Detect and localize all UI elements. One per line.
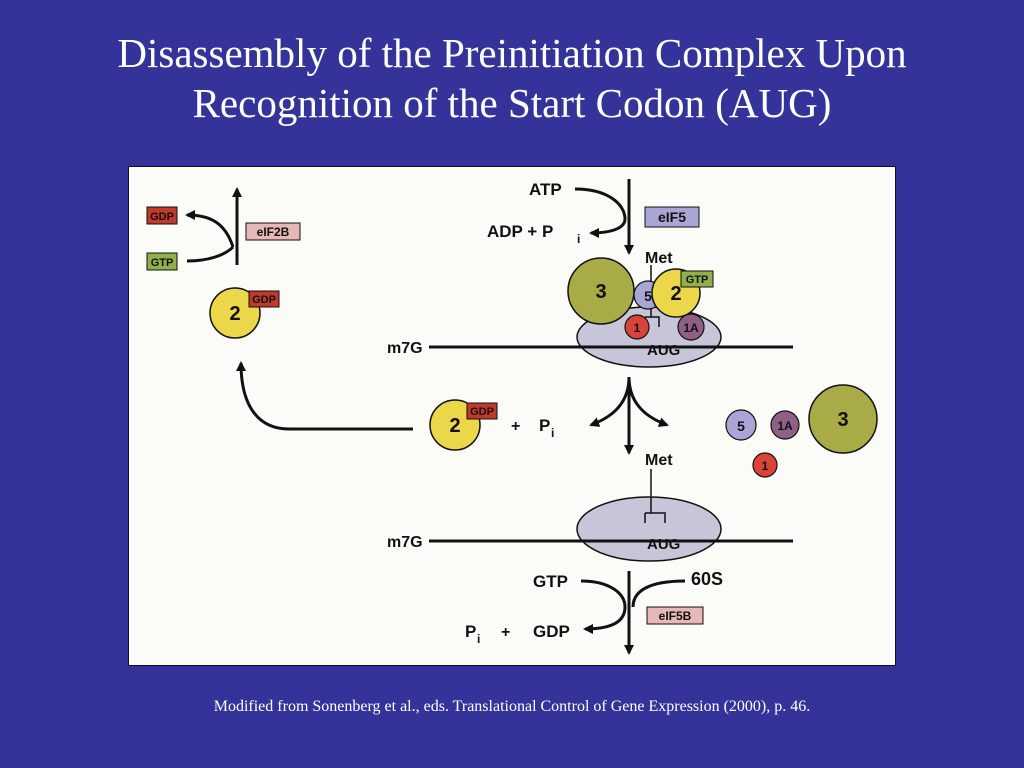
eif1a-circle-top: [677, 313, 705, 341]
eif3-circle-released: [808, 384, 878, 454]
m7g-label-top: m7G: [387, 340, 423, 357]
eif5b-label: eIF5B: [659, 609, 692, 623]
title-line-2: Recognition of the Start Codon (AUG): [192, 80, 832, 126]
eif1-circle-released: [752, 452, 778, 478]
eif3-label-released: 3: [837, 409, 848, 431]
plus-mid: +: [511, 418, 520, 435]
anticodon-bottom: [644, 512, 666, 523]
gtp-box-left: [146, 252, 178, 271]
gdp-label-bottom: GDP: [533, 622, 570, 641]
gdp-box-left: [248, 290, 280, 308]
gdp-label-left: GDP: [252, 294, 276, 306]
eif5b-box: [646, 606, 704, 625]
eif2b-label: eIF2B: [257, 225, 290, 239]
plus-bottom: +: [501, 624, 510, 641]
eif5-circle-released: [725, 409, 757, 441]
eif5-box-top: [644, 206, 700, 228]
ribosome-bottom: [576, 496, 722, 562]
release-arrow-left: [589, 376, 631, 427]
gtp-label-bottom: GTP: [533, 572, 568, 591]
met-label-top: Met: [645, 250, 673, 267]
aug-label-bottom: AUG: [647, 536, 680, 553]
source-caption: Modified from Sonenberg et al., eds. Tra…: [213, 698, 811, 715]
adp-arrow: [589, 218, 627, 238]
adp-pi-subscript: i: [577, 232, 580, 246]
m7g-label-bottom: m7G: [387, 534, 423, 551]
eif1-label-top: 1: [634, 321, 641, 335]
eif1a-label-top: 1A: [683, 321, 699, 335]
eif5-label-released: 5: [737, 418, 745, 434]
pi-label-bottom: P: [465, 622, 476, 641]
return-arrow: [236, 361, 413, 431]
pathway-diagram: GDP GTP eIF2B 2 GDP ATP ADP + P i eIF5 M…: [128, 166, 896, 666]
pi-subscript-mid: i: [551, 426, 554, 440]
adp-label: ADP + P: [487, 222, 553, 241]
gdp-box-mid: [466, 402, 498, 420]
sixty-s-arrow: [631, 579, 686, 608]
eif1a-label-released: 1A: [777, 419, 793, 433]
gdp-label-mid: GDP: [470, 406, 494, 418]
atp-label: ATP: [529, 180, 562, 199]
eif2b-box: [245, 222, 301, 241]
gtp-label-top: GTP: [686, 274, 709, 286]
eif2-label-mid: 2: [449, 415, 460, 437]
gtp-in-arrow: [580, 579, 627, 608]
pi-label-mid: P: [539, 416, 550, 435]
pi-subscript-bottom: i: [477, 632, 480, 646]
eif1-circle-top: [624, 314, 650, 340]
eif2-label-left: 2: [229, 303, 240, 325]
aug-label-top: AUG: [647, 342, 680, 359]
gdp-box-topleft: [146, 206, 178, 225]
gtp-box-top: [680, 270, 714, 288]
gdp-release-arrow: [185, 210, 235, 248]
gtp-label-left: GTP: [151, 257, 174, 269]
gdp-out-arrow: [583, 606, 627, 634]
diagram-canvas: GDP GTP eIF2B 2 GDP ATP ADP + P i eIF5 M…: [146, 179, 878, 655]
release-arrow-right: [627, 376, 669, 427]
title-line-1: Disassembly of the Preinitiation Complex…: [117, 30, 907, 76]
eif5-label: eIF5: [658, 209, 686, 225]
sixty-s-label: 60S: [691, 569, 723, 589]
eif2-gdp-circle-left: [209, 287, 261, 339]
eif5-label-top: 5: [644, 288, 652, 304]
eif2-label-top: 2: [670, 283, 681, 305]
atp-arrow: [574, 187, 627, 220]
eif1a-circle-released: [770, 410, 800, 440]
met-label-bottom: Met: [645, 452, 673, 469]
gdp-label-topleft: GDP: [150, 211, 174, 223]
slide-title: Disassembly of the Preinitiation Complex…: [0, 28, 1024, 128]
gtp-uptake-arrow: [186, 245, 235, 263]
eif3-label-top: 3: [595, 281, 606, 303]
eif1-label-released: 1: [762, 459, 769, 473]
